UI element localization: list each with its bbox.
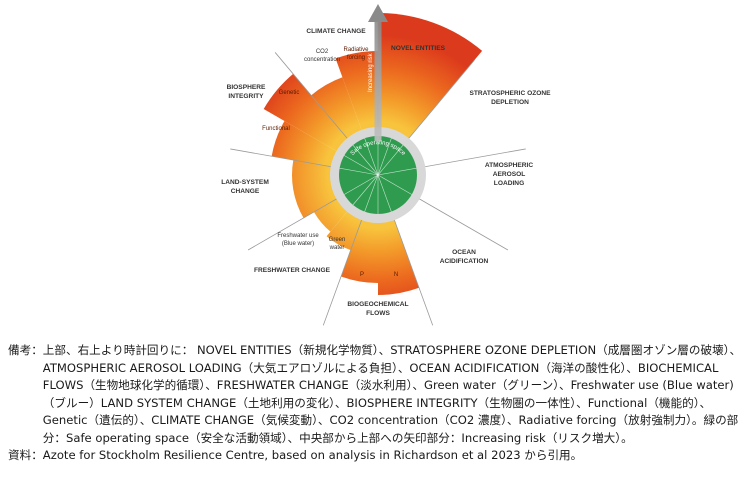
label-bio-1: BIOGEOCHEMICAL xyxy=(347,301,408,308)
label-radiative-2: forcing xyxy=(347,55,365,61)
planetary-boundaries-figure: Increasing risk Safe operating space CLI… xyxy=(221,4,551,326)
note-source-text: Azote for Stockholm Resilience Centre, b… xyxy=(42,448,583,462)
safe-zone-divider xyxy=(344,174,379,195)
label-novel-entities: NOVEL ENTITIES xyxy=(391,45,446,52)
note-remarks-text: 上部、右上より時計回りに： NOVEL ENTITIES（新規化学物質）、STR… xyxy=(42,343,742,445)
label-bio-2: FLOWS xyxy=(366,310,390,317)
label-strat-1: STRATOSPHERIC OZONE xyxy=(469,90,551,97)
wedge-novel-entities xyxy=(378,13,483,175)
label-ocean-1: OCEAN xyxy=(452,249,476,256)
safe-zone-divider xyxy=(364,138,379,176)
label-land-2: CHANGE xyxy=(231,188,260,195)
safe-zone-divider xyxy=(344,155,379,176)
label-functional: Functional xyxy=(262,126,290,132)
label-radiative-1: Radiative xyxy=(343,47,369,53)
note-remarks-label: 備考： xyxy=(8,343,43,357)
safe-zone-divider xyxy=(377,174,392,212)
label-green-1: Green xyxy=(329,237,346,243)
planetary-boundaries-diagram: Increasing risk Safe operating space CLI… xyxy=(221,4,551,326)
note-source: 資料： Azote for Stockholm Resilience Centr… xyxy=(8,447,742,465)
label-ocean-2: ACIDIFICATION xyxy=(440,258,489,265)
note-remarks: 備考： 上部、右上より時計回りに： NOVEL ENTITIES（新規化学物質）… xyxy=(8,342,742,447)
label-climate-change: CLIMATE CHANGE xyxy=(306,28,366,35)
label-co2-1: CO2 xyxy=(316,49,329,55)
safe-zone-divider xyxy=(377,174,412,195)
label-biosphere-1: BIOSPHERE xyxy=(227,84,266,91)
label-p: P xyxy=(360,272,364,278)
label-biosphere-2: INTEGRITY xyxy=(228,93,264,100)
label-strat-2: DEPLETION xyxy=(491,99,529,106)
label-land-1: LAND-SYSTEM xyxy=(221,179,269,186)
label-freshwater-change: FRESHWATER CHANGE xyxy=(254,267,331,274)
label-aerosol-3: LOADING xyxy=(494,180,524,187)
increasing-risk-label: Increasing risk xyxy=(368,52,374,92)
label-n: N xyxy=(394,272,398,278)
figure-notes: 備考： 上部、右上より時計回りに： NOVEL ENTITIES（新規化学物質）… xyxy=(8,342,742,465)
note-source-label: 資料： xyxy=(8,448,43,462)
increasing-risk-arrow xyxy=(368,4,388,141)
label-green-2: water xyxy=(329,245,345,251)
label-co2-2: concentration xyxy=(304,57,340,63)
safe-zone-divider xyxy=(352,144,379,176)
safe-zone-divider xyxy=(352,174,379,206)
safe-zone-divider xyxy=(339,167,379,176)
label-blue-2: (Blue water) xyxy=(282,241,314,247)
safe-zone-divider xyxy=(364,174,379,212)
safe-zone-divider xyxy=(377,144,404,176)
safe-zone-dividers xyxy=(339,136,417,214)
label-aerosol-1: ATMOSPHERIC xyxy=(485,162,533,169)
label-blue-1: Freshwater use xyxy=(277,233,319,239)
safe-zone-divider xyxy=(377,138,392,176)
label-aerosol-2: AEROSOL xyxy=(493,171,526,178)
safe-zone-divider xyxy=(377,167,417,176)
label-genetic: Genetic xyxy=(279,90,300,96)
